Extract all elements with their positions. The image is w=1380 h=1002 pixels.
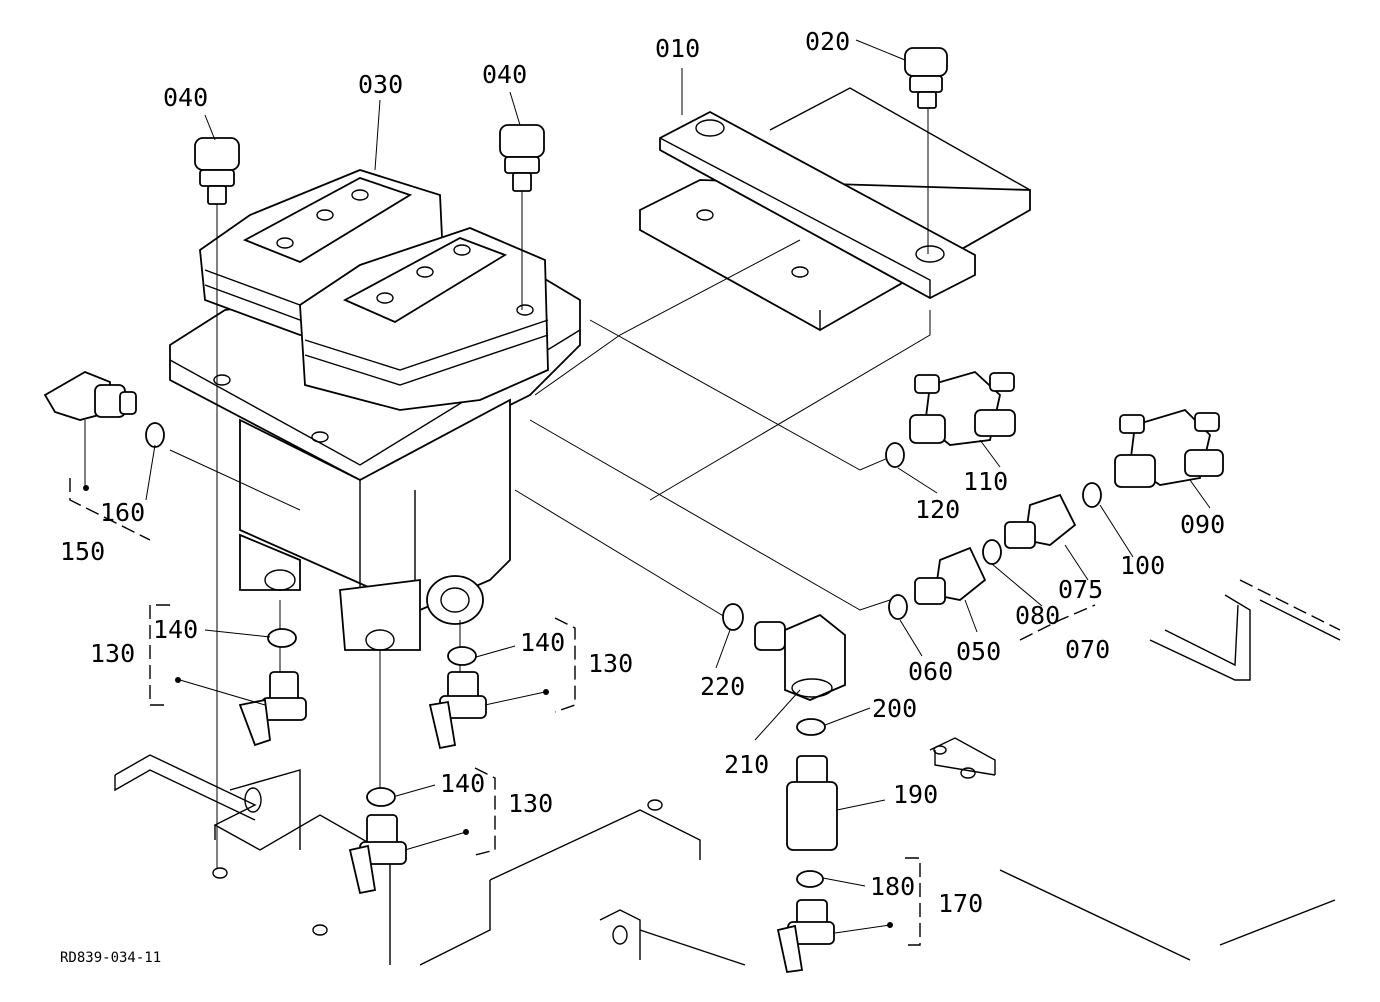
label-200: 200 [872, 694, 917, 723]
label-110: 110 [963, 467, 1008, 496]
adapter-190 [786, 718, 838, 888]
label-210: 210 [724, 750, 769, 779]
label-040-right: 040 [482, 60, 527, 89]
label-140-left: 140 [153, 615, 198, 644]
floor-frame [114, 579, 1341, 966]
bolt-040-right [499, 124, 545, 310]
label-010: 010 [655, 34, 700, 63]
plate-010 [639, 87, 1031, 332]
bolt-020 [904, 47, 948, 254]
adapter-050 [888, 546, 987, 620]
label-050: 050 [956, 637, 1001, 666]
group-brackets [69, 478, 1096, 946]
fitting-130-left [238, 628, 307, 747]
elbow-fitting-150 [43, 371, 165, 488]
fitting-130-bottom [348, 787, 407, 895]
tee-fitting-110 [885, 370, 1016, 468]
label-180: 180 [870, 872, 915, 901]
label-130-bottom: 130 [508, 789, 553, 818]
part-number-labels: 010 020 030 040 040 160 150 140 130 140 … [60, 27, 1225, 918]
elbow-fitting-210 [722, 603, 846, 701]
label-150: 150 [60, 537, 105, 566]
label-100: 100 [1120, 551, 1165, 580]
label-140-right: 140 [520, 628, 565, 657]
cross-fitting-090 [1082, 408, 1224, 508]
label-090: 090 [1180, 510, 1225, 539]
label-030: 030 [358, 70, 403, 99]
adapter-075 [982, 493, 1077, 565]
label-020: 020 [805, 27, 850, 56]
label-040-left: 040 [163, 83, 208, 112]
label-060: 060 [908, 657, 953, 686]
label-120: 120 [915, 495, 960, 524]
label-170: 170 [938, 889, 983, 918]
label-130-left: 130 [90, 639, 135, 668]
label-160: 160 [100, 498, 145, 527]
label-190: 190 [893, 780, 938, 809]
label-080: 080 [1015, 601, 1060, 630]
drawing-reference: RD839-034-11 [60, 950, 161, 966]
label-220: 220 [700, 672, 745, 701]
pilot-valve-030 [169, 169, 581, 651]
label-leaders [145, 39, 1211, 934]
fitting-130-right [428, 646, 487, 750]
fitting-170 [776, 899, 835, 974]
leader-dots [83, 485, 893, 928]
assembly-center-lines [169, 239, 931, 790]
label-140-bottom: 140 [440, 769, 485, 798]
label-075: 075 [1058, 575, 1103, 604]
label-070: 070 [1065, 635, 1110, 664]
bolt-040-left [194, 137, 240, 868]
label-130-right: 130 [588, 649, 633, 678]
